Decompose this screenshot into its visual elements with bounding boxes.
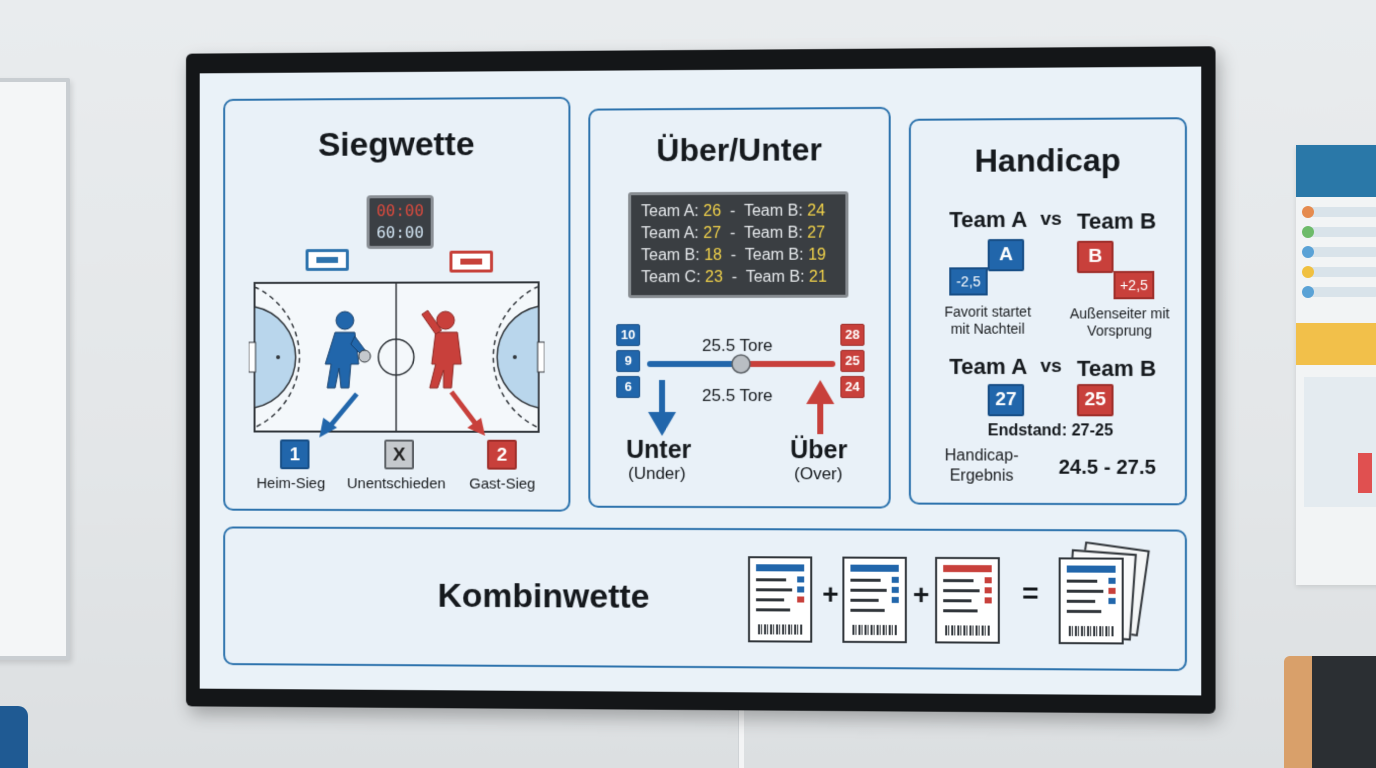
over-value: 28: [840, 323, 865, 346]
bet-slip-icon: [748, 556, 813, 643]
ueber-unter-title: Über/Unter: [656, 131, 822, 169]
scoreboard-row: Team B: 18 - Team B: 19: [641, 246, 826, 265]
outcome-draw-marker: X: [384, 439, 414, 470]
wall-poster: [1296, 145, 1376, 585]
scoreboard-row: Team C: 23 - Team B: 21: [641, 268, 827, 287]
card-handicap: Handicap Team A vs Team B A -2,5 B +2,5 …: [908, 117, 1187, 506]
score-team-b: 25: [1076, 384, 1114, 417]
under-value: 6: [616, 376, 641, 398]
under-value: 9: [616, 350, 641, 373]
under-label: Unter: [626, 435, 692, 464]
card-kombinwette: Kombinwette + +: [223, 526, 1187, 672]
handicap-result-label: Handicap-Ergebnis: [944, 447, 1019, 485]
card-siegwette: Siegwette 00:00 60:00: [223, 96, 571, 512]
outcome-away-marker: 2: [487, 439, 517, 470]
wall-tv: Siegwette 00:00 60:00: [186, 46, 1216, 714]
handicap-vs-2: vs: [1040, 355, 1062, 377]
tv-cable: [738, 700, 744, 768]
wall-whiteboard: [0, 78, 70, 660]
over-value: 24: [840, 375, 865, 399]
bet-slip-icon: [935, 556, 1000, 644]
outcome-home-marker: 1: [280, 439, 310, 470]
combined-slip-icon: [1058, 557, 1124, 645]
clock-start: 00:00: [376, 201, 424, 221]
score-team-a: 27: [987, 384, 1025, 417]
handicap-team-a-2: Team A: [949, 353, 1028, 379]
badge-team-a: A: [987, 238, 1025, 272]
equals-sign: =: [1022, 577, 1039, 609]
handicap-plus: +2,5: [1113, 270, 1155, 300]
handicap-note-a: Favorit startet mit Nachteil: [944, 303, 1032, 337]
home-bench-icon: [305, 248, 349, 271]
handicap-title: Handicap: [974, 141, 1121, 179]
goal-line-slider-icon: [647, 350, 836, 450]
outcome-draw-label: Unentschieden: [346, 475, 446, 493]
handicap-vs: vs: [1040, 208, 1062, 230]
scoreboard: Team A: 26 - Team B: 24 Team A: 27 - Tea…: [628, 191, 849, 299]
kombinwette-title: Kombinwette: [437, 576, 650, 616]
final-score: Endstand: 27-25: [987, 422, 1114, 440]
handicap-team-a: Team A: [949, 206, 1028, 233]
badge-team-b: B: [1076, 240, 1114, 274]
handicap-team-b-2: Team B: [1076, 355, 1157, 382]
scoreboard-row: Team A: 26 - Team B: 24: [641, 202, 826, 221]
plus-sign: +: [822, 578, 839, 610]
under-sub: (Under): [628, 463, 686, 483]
dark-chair: [1312, 656, 1376, 768]
outcome-home-label: Heim-Sieg: [256, 475, 326, 493]
handicap-note-b: Außenseiter mit Vorsprung: [1069, 305, 1170, 339]
over-label: Über: [790, 436, 848, 465]
outcome-away-label: Gast-Sieg: [469, 475, 536, 493]
match-clock: 00:00 60:00: [366, 195, 434, 249]
away-bench-icon: [449, 250, 494, 273]
over-sub: (Over): [794, 464, 843, 484]
over-value: 25: [840, 349, 865, 372]
plus-sign: +: [912, 578, 930, 611]
clock-end: 60:00: [376, 222, 424, 242]
handicap-team-b: Team B: [1076, 208, 1157, 234]
tv-screen: Siegwette 00:00 60:00: [199, 66, 1202, 696]
handball-court-icon: [248, 278, 545, 437]
bet-slip-icon: [842, 556, 907, 644]
blue-chair: [0, 706, 28, 768]
handicap-result-value: 24.5 - 27.5: [1058, 456, 1156, 479]
scoreboard-row: Team A: 27 - Team B: 27: [641, 224, 826, 243]
under-value: 10: [616, 324, 641, 347]
handicap-minus: -2,5: [949, 267, 988, 296]
siegwette-title: Siegwette: [318, 125, 475, 164]
card-ueber-unter: Über/Unter Team A: 26 - Team B: 24 Team …: [588, 106, 891, 509]
